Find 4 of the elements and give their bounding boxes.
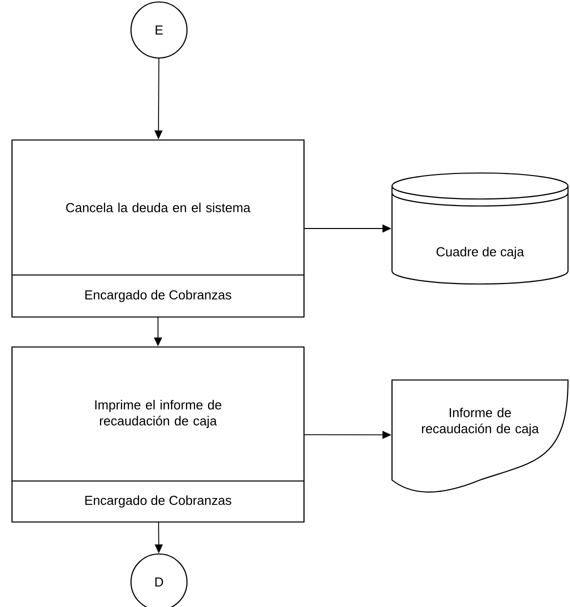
database-cylinder: Cuadre de caja xyxy=(391,172,569,285)
process-box: Cancela la deuda en el sistema Encargado de Cobranzas xyxy=(11,139,305,318)
node-label: Cuadre de caja xyxy=(436,246,524,259)
process-box: Imprime el informe de recaudación de caja Encargado de Cobranzas xyxy=(11,346,305,523)
